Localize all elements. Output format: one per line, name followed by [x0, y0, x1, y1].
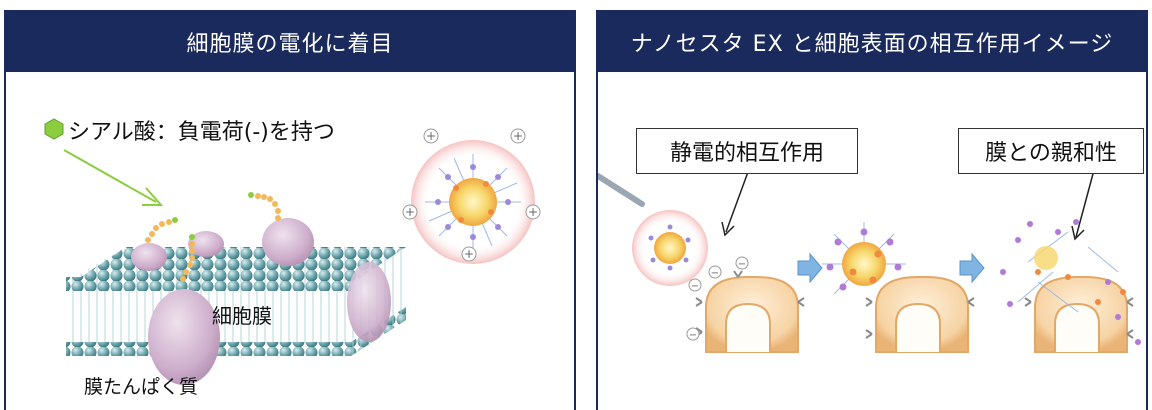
svg-text:+: + [513, 129, 523, 143]
sialic-acid-label: シアル酸：負電荷(-)を持つ [68, 120, 335, 145]
pipette-icon [598, 173, 645, 207]
nanoparticle-icon [411, 140, 535, 264]
membrane-protein [262, 218, 314, 266]
cell-icon [1034, 276, 1128, 353]
right-panel: ナノセスタ EX と細胞表面の相互作用イメージ [596, 10, 1148, 410]
lipid-heads-front-top [66, 277, 351, 291]
svg-text:−: − [711, 268, 719, 279]
callout-1-pointer [725, 171, 749, 233]
pointer-arrowhead [142, 187, 164, 206]
right-panel-title: ナノセスタ EX と細胞表面の相互作用イメージ [598, 12, 1146, 72]
flow-arrow-icon [797, 252, 823, 284]
cell-icon [705, 276, 799, 353]
callout-electrostatic: 静電的相互作用 [636, 128, 858, 174]
interaction-illustration: − − − − [598, 169, 1141, 353]
svg-text:+: + [464, 247, 474, 261]
svg-text:+: + [426, 129, 436, 143]
sialic-acid-chains [145, 193, 281, 282]
receptors [695, 270, 1134, 339]
svg-text:−: − [689, 330, 697, 341]
membrane-protein-large [148, 289, 220, 385]
membrane-illustration: + + + + + [63, 128, 541, 385]
sialic-acid-icon [44, 118, 64, 140]
nanoparticle-icon [822, 222, 906, 295]
flow-arrow-icon [959, 252, 985, 284]
positive-charges: + + + + + [402, 128, 541, 262]
membrane-protein [347, 262, 391, 342]
dispersed-nanoparticle [1000, 219, 1141, 345]
left-panel-title: 細胞膜の電化に着目 [6, 12, 574, 72]
cell-icon [875, 276, 969, 353]
svg-text:+: + [528, 205, 538, 219]
membrane-protein [131, 243, 167, 271]
svg-text:+: + [405, 205, 415, 219]
left-stage: + + + + + シアル酸：負電荷(-)を持つ 細胞膜 膜たんぱく質 [6, 72, 574, 410]
membrane-protein [188, 231, 224, 257]
pointer-line [63, 149, 157, 203]
svg-text:−: − [691, 281, 699, 292]
callout-membrane-affinity: 膜との親和性 [958, 128, 1144, 174]
nanoparticle-icon [632, 210, 708, 286]
right-stage: − − − − [598, 72, 1146, 410]
protein-label: 膜たんぱく質 [84, 376, 199, 398]
left-panel: 細胞膜の電化に着目 [4, 10, 576, 410]
callout-2-pointer [1075, 169, 1095, 238]
svg-text:−: − [738, 259, 746, 270]
negative-charges: − − − − [686, 256, 749, 341]
membrane-label: 細胞膜 [212, 304, 272, 328]
